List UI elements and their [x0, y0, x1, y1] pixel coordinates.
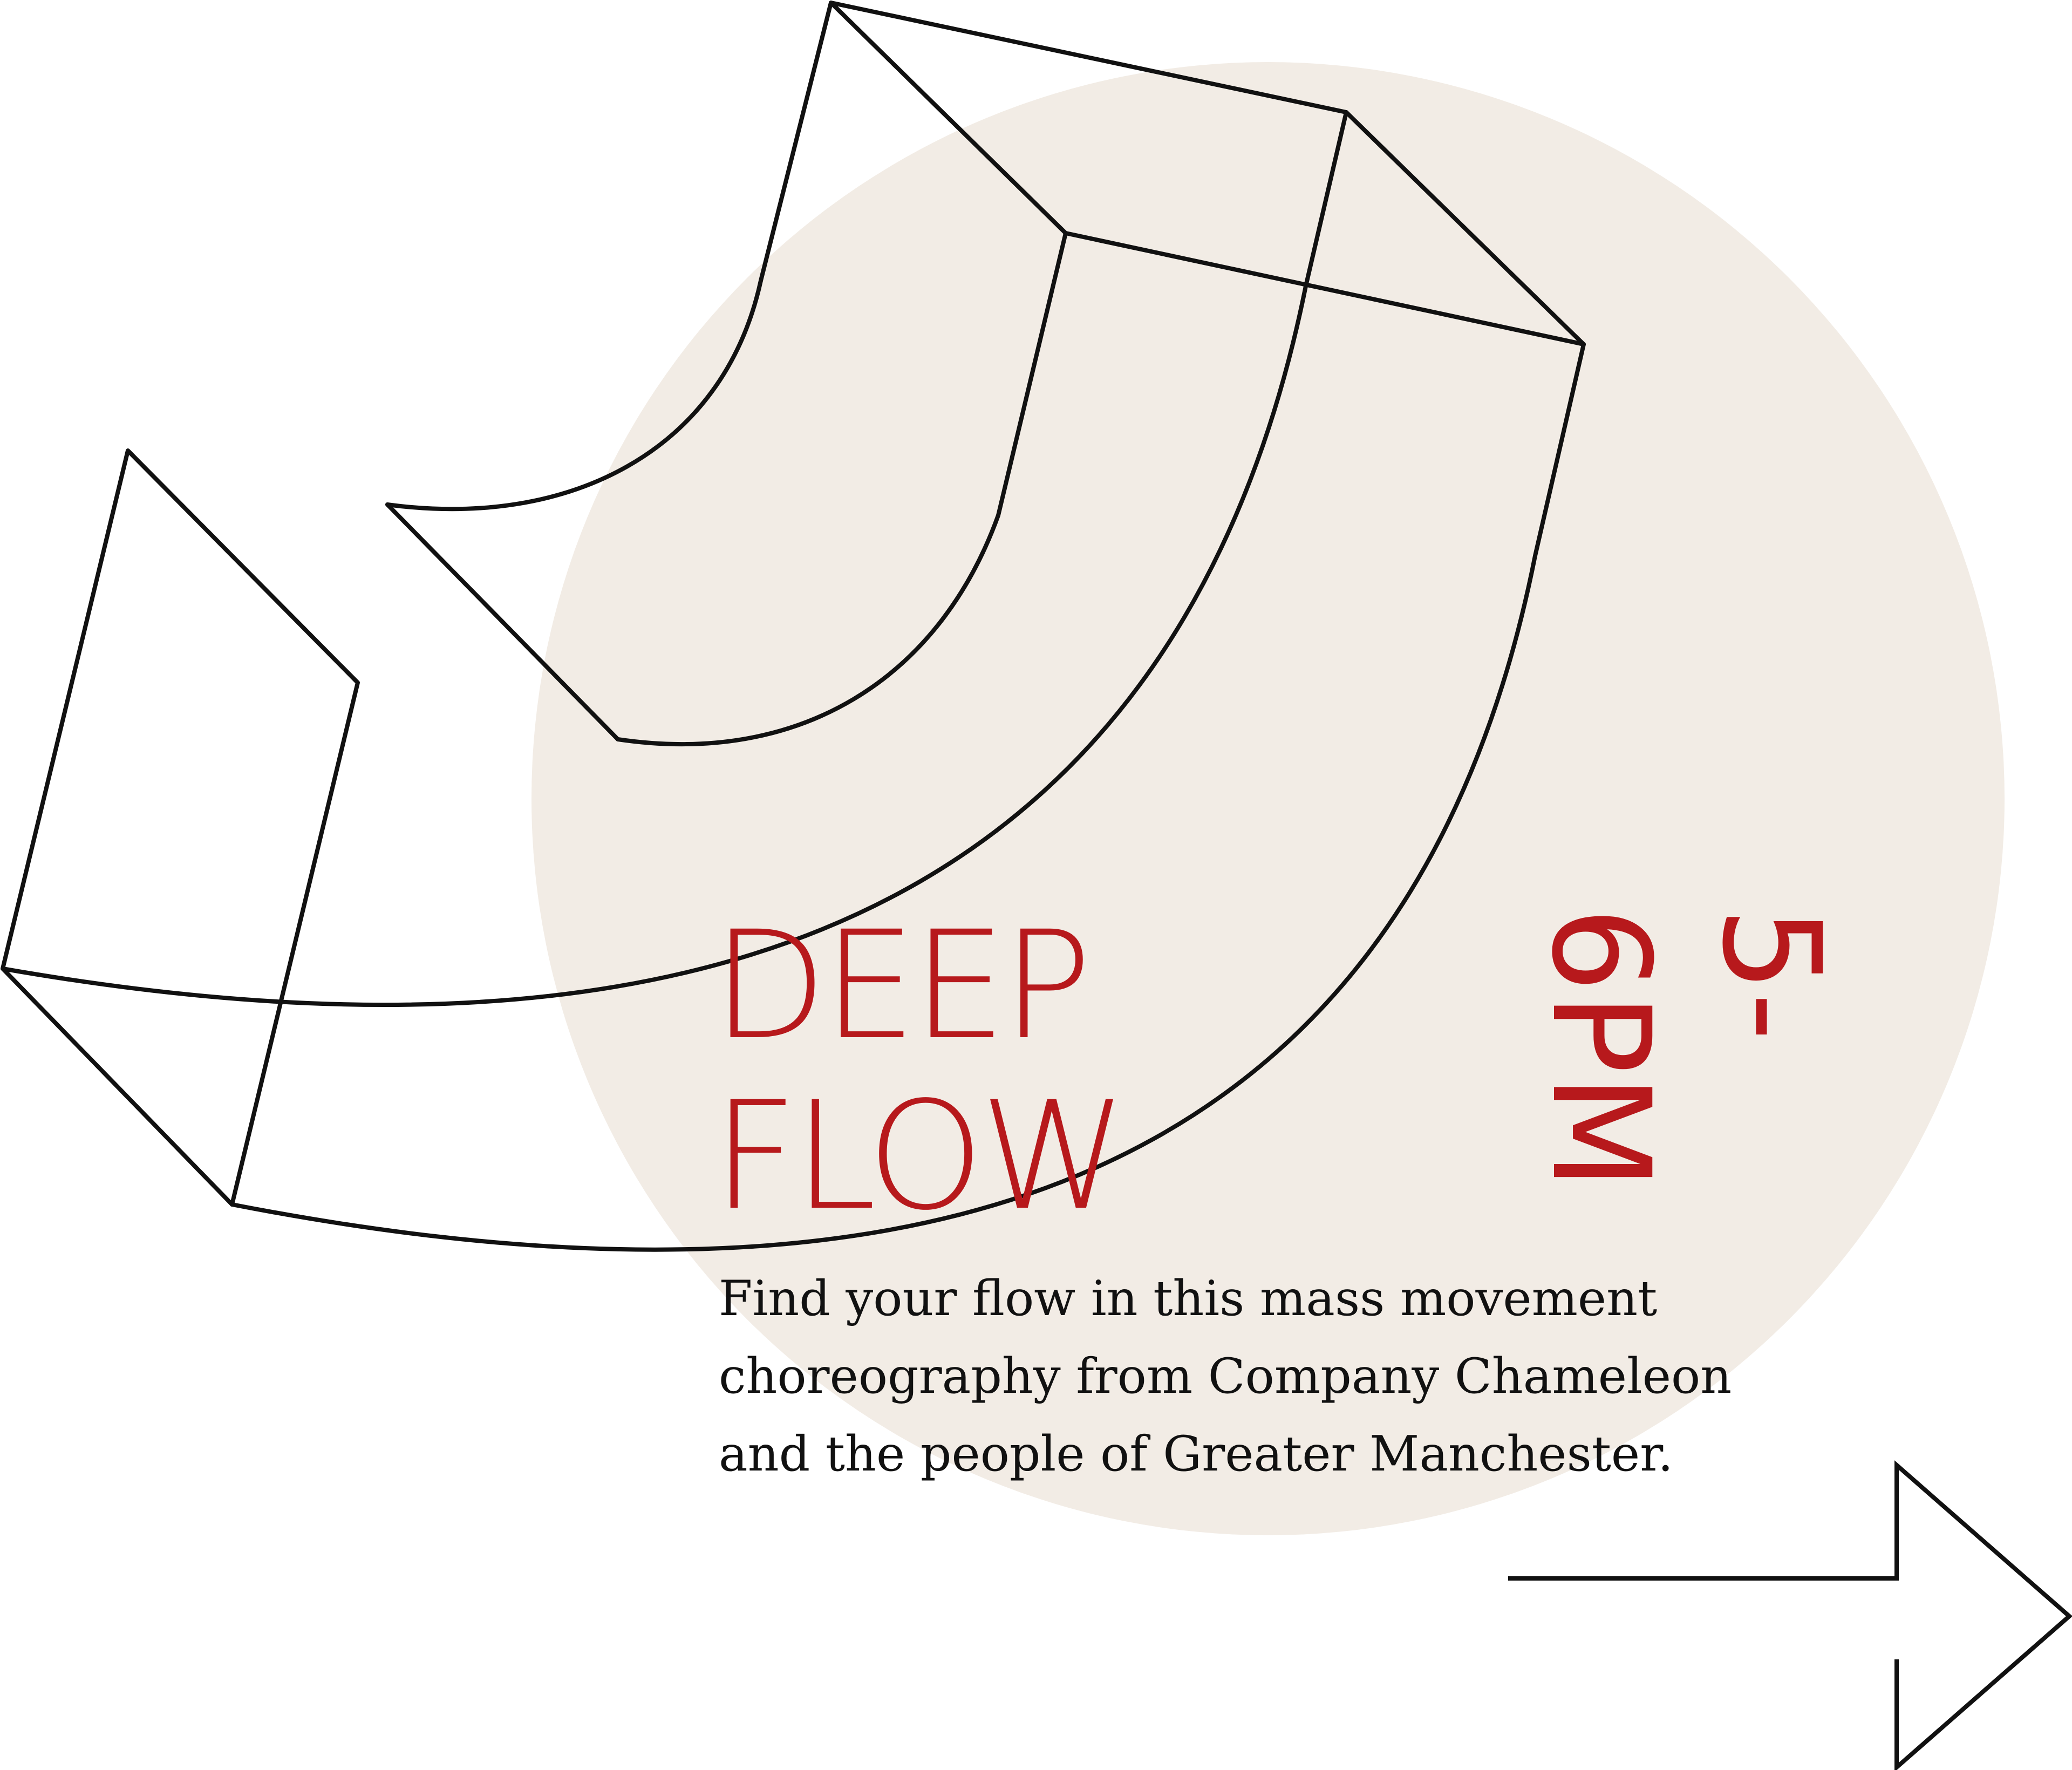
event-time-line-2: 6PM [1522, 907, 1679, 1190]
event-time-line-1: 5- [1693, 907, 1850, 1041]
event-title-line-1: DEEP [712, 900, 1092, 1073]
event-title-line-2: FLOW [712, 1070, 1127, 1243]
arrow-right-icon [1508, 1460, 2072, 1770]
background-circle [531, 62, 2005, 1535]
event-title: DEEP FLOW [712, 900, 1127, 1243]
event-description: Find your flow in this mass movement cho… [719, 1270, 1732, 1482]
event-time-rotated: 5- 6PM [1515, 907, 1856, 1190]
wireframe-curved-band-icon [1, 1, 1586, 1252]
event-time: 5- 6PM [1511, 907, 1856, 1198]
